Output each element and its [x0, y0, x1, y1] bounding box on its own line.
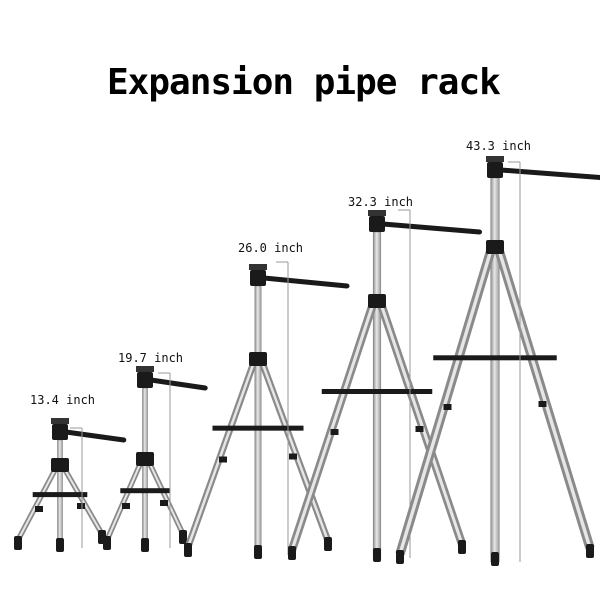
leg-highlight — [497, 249, 592, 549]
page-title: Expansion pipe rack — [107, 62, 501, 103]
leg-hub — [136, 452, 154, 466]
quick-release-plate — [486, 156, 504, 162]
leg-clip — [415, 426, 424, 432]
pan-head — [52, 424, 68, 440]
leg-highlight — [290, 303, 375, 551]
center-column — [490, 177, 500, 563]
leg-spreader — [433, 355, 557, 361]
leg-highlight — [63, 467, 103, 535]
leg-clip — [77, 503, 85, 509]
leg-spreader — [120, 488, 170, 494]
leg-hub — [368, 294, 386, 308]
leg-clip — [219, 456, 227, 463]
pan-head — [250, 270, 266, 286]
rubber-foot — [324, 537, 332, 551]
tripod-5: 43.3 inch — [395, 139, 600, 566]
rubber-foot — [288, 546, 296, 560]
rubber-foot — [179, 530, 187, 544]
leg-clip — [35, 506, 43, 512]
leg-highlight — [379, 303, 464, 545]
center-column — [142, 387, 148, 549]
leg-highlight — [398, 249, 493, 555]
pan-handle — [63, 429, 127, 443]
rubber-foot — [103, 536, 111, 550]
center-column — [254, 285, 262, 556]
leg-clip — [330, 429, 339, 435]
rubber-foot — [141, 538, 149, 552]
quick-release-plate — [51, 418, 69, 424]
leg-clip — [289, 453, 297, 460]
leg-spreader — [321, 389, 433, 394]
rubber-foot — [396, 550, 404, 564]
rubber-foot — [491, 552, 499, 566]
quick-release-plate — [136, 366, 154, 372]
leg-spreader — [32, 492, 88, 498]
leg-hub — [51, 458, 69, 472]
tripod-1: 13.4 inch — [14, 393, 127, 552]
height-label: 26.0 inch — [238, 241, 303, 255]
height-label: 13.4 inch — [30, 393, 95, 407]
pan-head — [137, 372, 153, 388]
pan-handle — [261, 275, 350, 289]
rubber-foot — [373, 548, 381, 562]
pan-handle — [148, 377, 208, 391]
tripod-4: 32.3 inch — [288, 195, 482, 562]
rubber-foot — [184, 543, 192, 557]
quick-release-plate — [249, 264, 267, 270]
leg-highlight — [186, 361, 256, 548]
leg-highlight — [17, 467, 57, 541]
leg-highlight — [260, 361, 330, 542]
quick-release-plate — [368, 210, 386, 216]
rubber-foot — [14, 536, 22, 550]
rubber-foot — [254, 545, 262, 559]
leg-clip — [538, 401, 547, 407]
pan-head — [369, 216, 385, 232]
leg-spreader — [212, 425, 304, 431]
rubber-foot — [586, 544, 594, 558]
height-label: 32.3 inch — [348, 195, 413, 209]
tripod-3: 26.0 inch — [184, 241, 350, 559]
height-label: 19.7 inch — [118, 351, 183, 365]
rubber-foot — [56, 538, 64, 552]
rubber-foot — [458, 540, 466, 554]
pan-handle — [380, 221, 482, 235]
pan-head — [487, 162, 503, 178]
leg-highlight — [148, 461, 184, 535]
leg-highlight — [106, 461, 142, 541]
height-label: 43.3 inch — [466, 139, 531, 153]
leg-hub — [486, 240, 504, 254]
center-column — [372, 231, 382, 559]
tripod-2: 19.7 inch — [103, 351, 208, 552]
pan-handle — [498, 167, 600, 181]
leg-clip — [443, 404, 452, 410]
leg-clip — [160, 500, 168, 506]
leg-hub — [249, 352, 267, 366]
leg-clip — [122, 503, 130, 509]
